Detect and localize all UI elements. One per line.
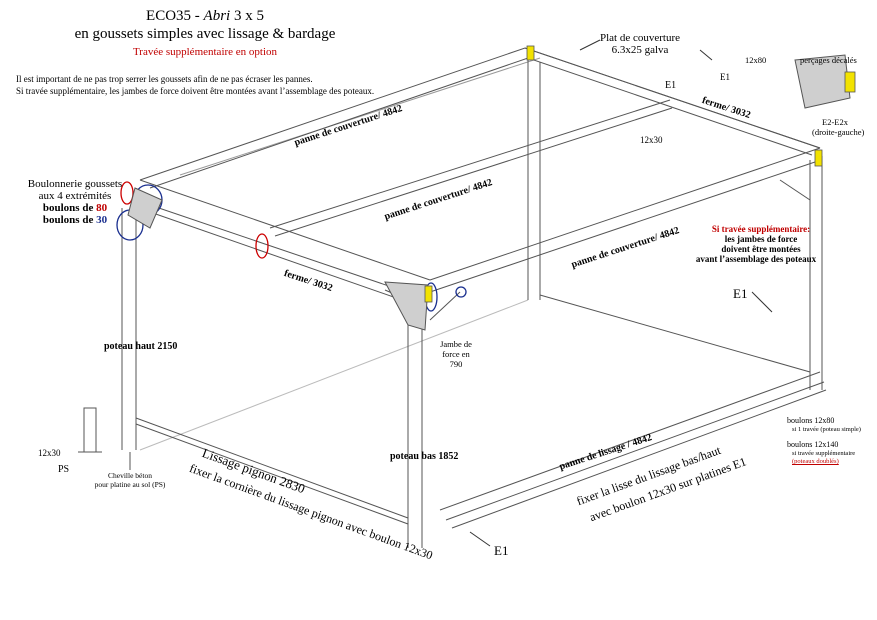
droite-label: (droite-gauche) [812,127,865,137]
gusset-left [127,187,163,229]
note-line2: Si travée supplémentaire, les jambes de … [16,86,375,96]
jambe-label-2: force en [442,349,470,359]
e1-top-label: E1 [665,80,677,91]
jambe-label-1: Jambe de [440,339,472,349]
gusset-detail [794,54,851,109]
ps-label: PS [58,464,70,475]
si-travee-3: doivent être montées [721,244,801,254]
e1-small-label: E1 [720,72,730,82]
jambe-label-3: 790 [449,359,463,369]
cheville-label-2: pour platine au sol (PS) [94,480,166,489]
right-bolt-2-note2: (poteaux doublés) [792,458,839,465]
highlight-bolt-30-jambe [455,286,467,298]
bolts-80-value: 80 [96,202,108,214]
si-travee-1: Si travée supplémentaire: [711,224,811,234]
note-line1: Il est important de ne pas trop serrer l… [16,74,313,84]
title-line1: ECO35 - Abri 3 x 5 [90,8,320,25]
si-travee-2: les jambes de force [724,234,798,244]
bolts-80-prefix: boulons de [42,202,97,214]
bolts-line2: aux 4 extrémités [38,190,112,202]
e1-arrow-right-label: E1 [733,286,748,301]
right-bolt-2: boulons 12x140 [787,440,839,449]
gusset-front [384,281,429,331]
highlight-bolt-80-mid [255,233,269,259]
bolts-line3: boulons de 80 [20,202,130,215]
title-line3: Travée supplémentaire en option [132,46,278,58]
bolts-30-prefix: boulons de [42,214,97,226]
bolt-12x30-label: 12x30 [640,135,663,145]
title-suffix: 3 x 5 [230,8,264,24]
bracket-front [424,285,433,303]
bracket-right [814,149,823,167]
plat-label-1: Plat de couverture [599,32,681,44]
bolts-line4: boulons de 30 [20,214,130,227]
title-italic: Abri [203,8,231,24]
poteau-bas-label: poteau bas 1852 [390,451,459,462]
cheville-label-1: Cheville béton [108,471,152,480]
right-bolt-1-note: si 1 travée (poteau simple) [792,426,861,433]
highlight-bolt-80-left [120,181,134,205]
e2-label: E2-E2x [822,117,848,127]
plat-label-2: 6.3x25 galva [611,44,669,56]
poteau-haut-label: poteau haut 2150 [104,341,178,352]
title-prefix: ECO35 - [146,8,204,24]
bolts-line1: Boulonnerie goussets [27,178,123,190]
si-travee-4: avant l’assemblage des poteaux [695,254,817,264]
bracket-detail [844,71,856,93]
ps-bolt-label: 12x30 [38,448,61,458]
e1-arrow-bottom-label: E1 [494,543,509,558]
bracket-top [526,45,535,61]
right-bolt-1: boulons 12x80 [787,416,835,425]
right-bolt-2-note1: si travée supplémentaire [792,450,856,457]
percages-label: perçages décalés [800,55,857,65]
ps-plate [83,407,97,453]
bolts-30-value: 30 [96,214,108,226]
bolt-12x80-label: 12x80 [745,55,767,65]
title-line2: en goussets simples avec lissage & barda… [74,26,336,42]
